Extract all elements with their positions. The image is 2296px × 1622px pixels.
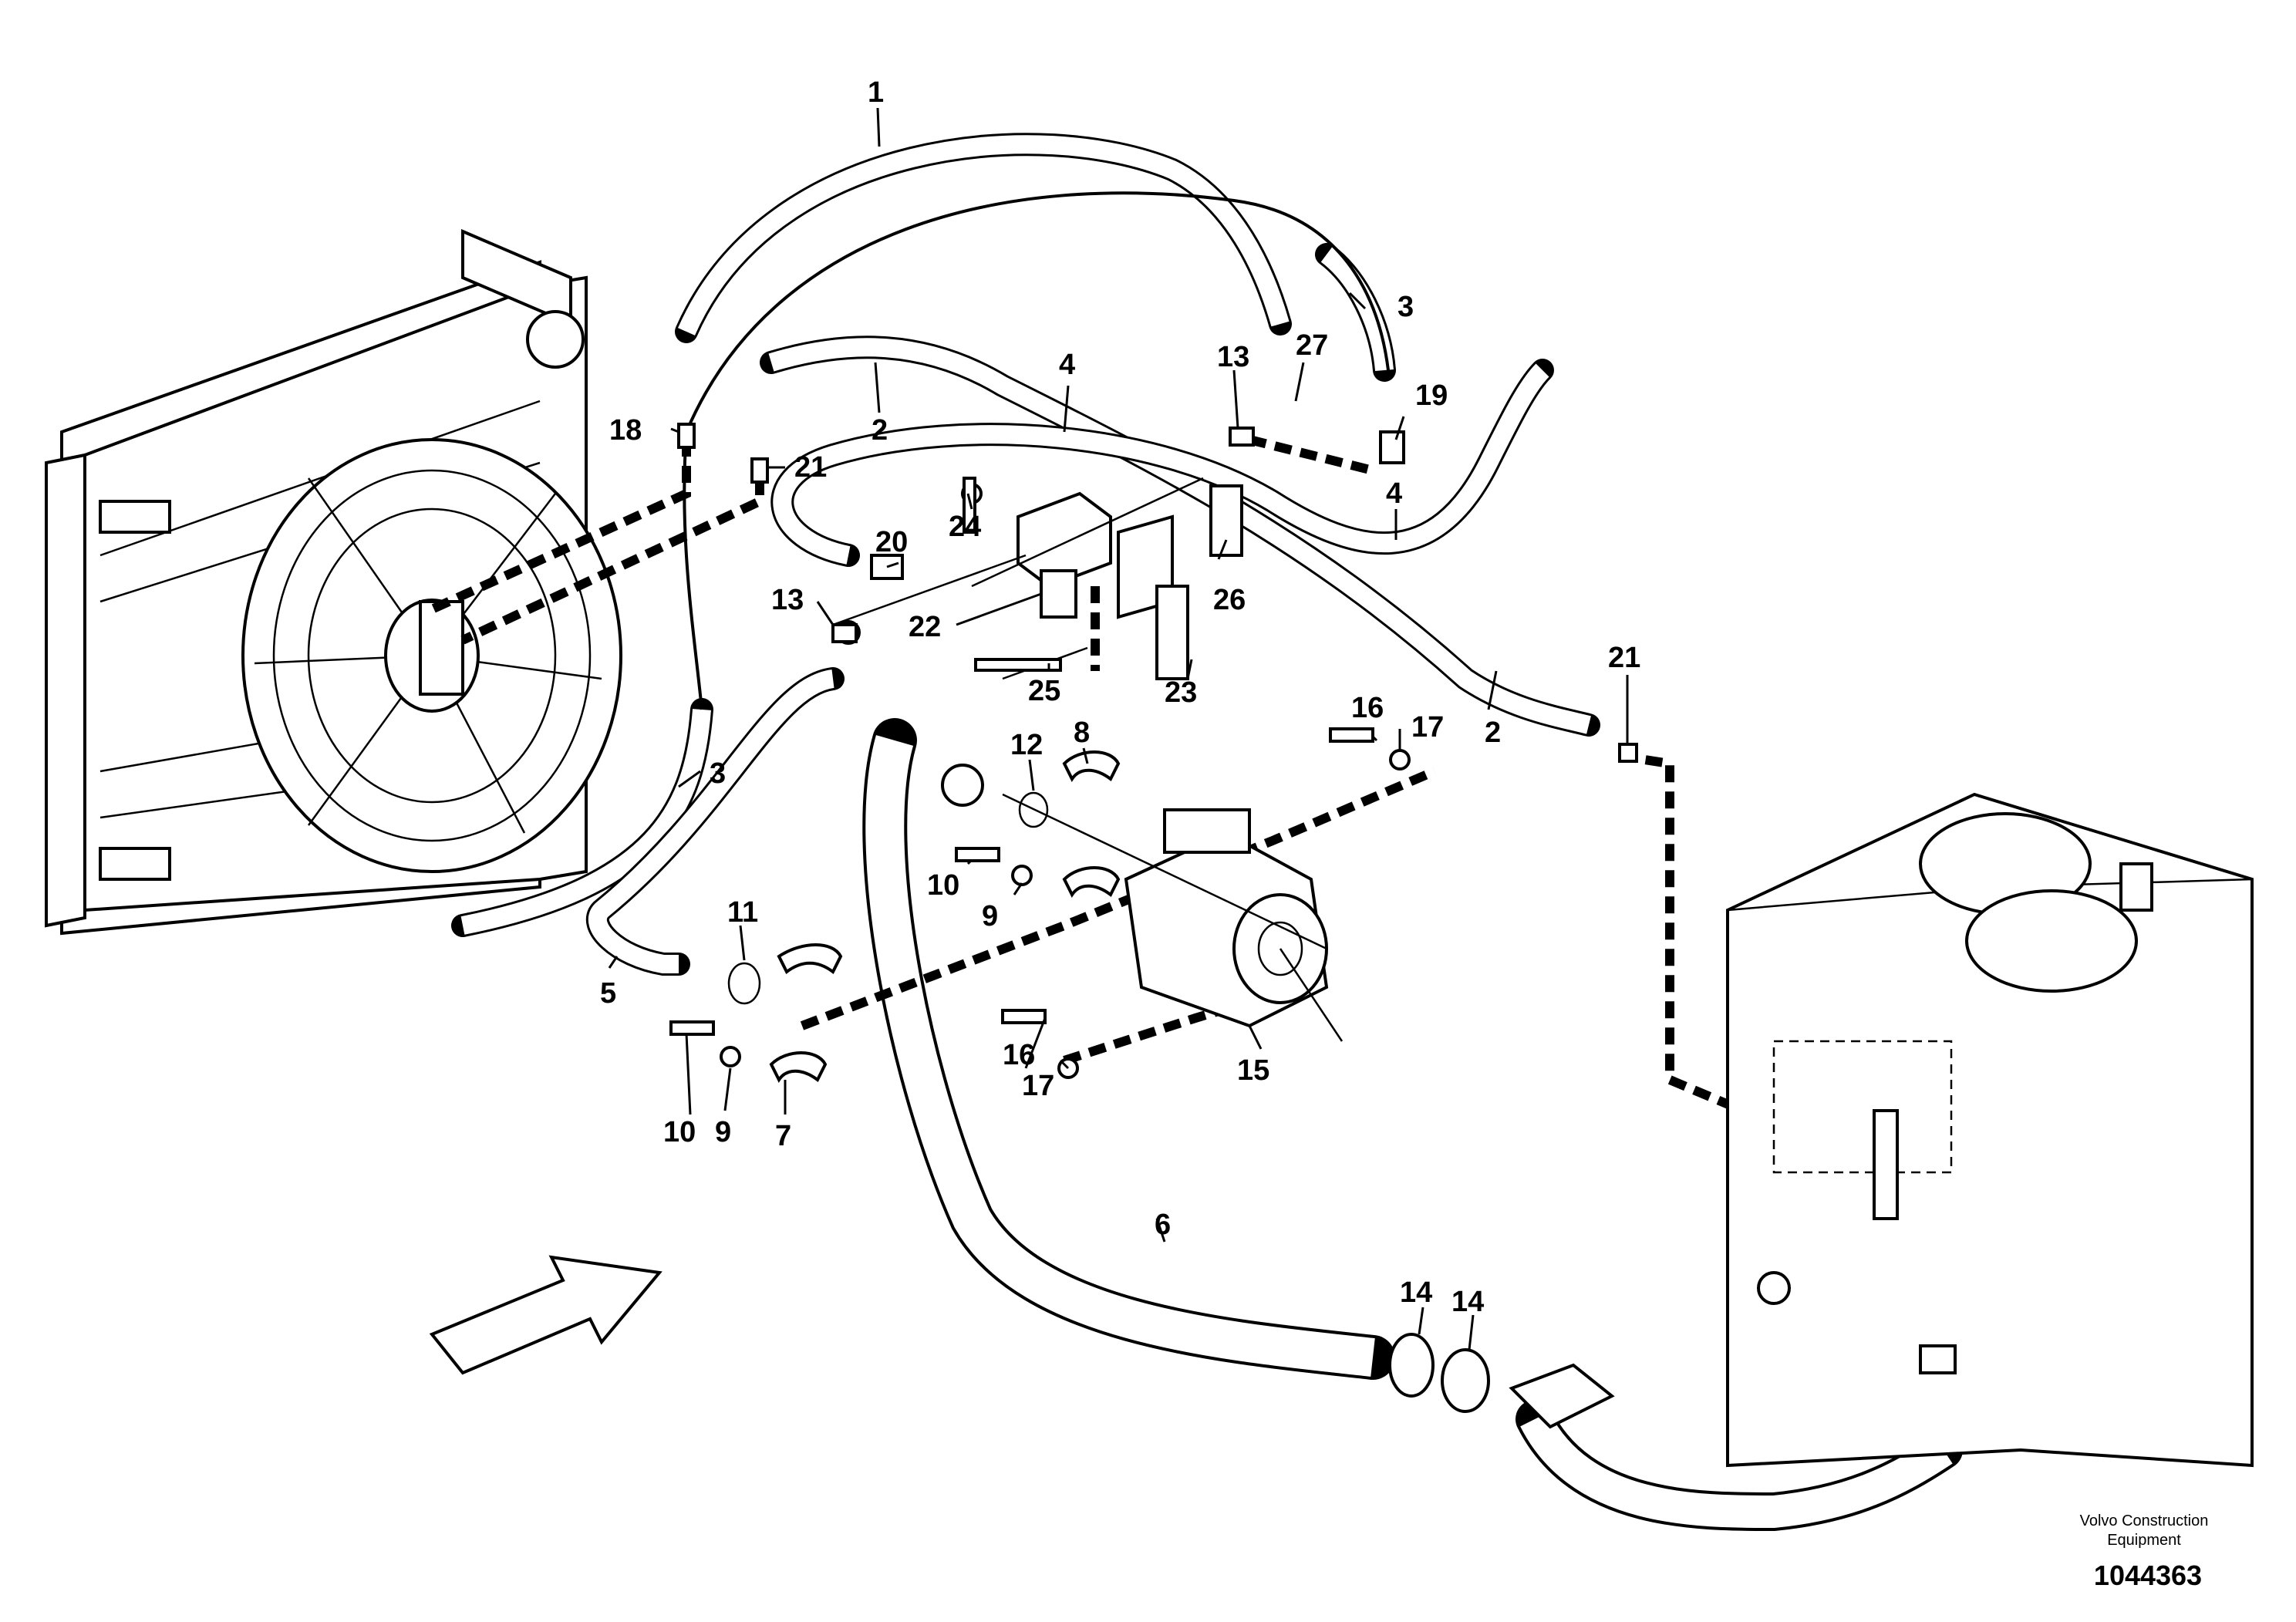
callout-3-lower: 3 xyxy=(710,757,726,790)
callout-5: 5 xyxy=(600,977,616,1010)
brand-line-2: Equipment xyxy=(2107,1532,2181,1549)
callout-18: 18 xyxy=(609,414,642,447)
callout-labels: 1 2 2 3 3 4 4 5 6 7 8 9 9 10 10 11 12 13… xyxy=(600,76,1640,1318)
callout-9-lower: 9 xyxy=(715,1116,731,1148)
callout-3-upper: 3 xyxy=(1397,291,1414,323)
callout-16-upper: 16 xyxy=(1351,692,1384,724)
callout-17-lower: 17 xyxy=(1022,1070,1054,1102)
callout-15: 15 xyxy=(1237,1054,1269,1087)
callout-19: 19 xyxy=(1415,379,1448,412)
fittings xyxy=(669,423,1638,1429)
callout-10-upper: 10 xyxy=(927,869,959,902)
callout-1: 1 xyxy=(868,76,884,109)
callout-13-upper: 13 xyxy=(1217,341,1249,373)
callout-14-left: 14 xyxy=(1400,1276,1432,1309)
callout-25: 25 xyxy=(1028,675,1060,707)
callout-8: 8 xyxy=(1074,717,1090,749)
callout-22: 22 xyxy=(909,611,941,643)
callout-24: 24 xyxy=(949,511,981,543)
callout-21-right: 21 xyxy=(1608,642,1640,674)
callout-4-right: 4 xyxy=(1386,477,1402,510)
callout-14-right: 14 xyxy=(1451,1286,1484,1318)
fan-assembly xyxy=(241,438,622,873)
direction-arrow xyxy=(429,1255,663,1375)
hydraulic-pump xyxy=(1002,793,1344,1042)
callout-12: 12 xyxy=(1010,729,1043,761)
callout-6: 6 xyxy=(1155,1209,1171,1241)
drawing-number: 1044363 xyxy=(2094,1560,2202,1591)
callout-13-lower: 13 xyxy=(771,584,804,616)
callout-2-right: 2 xyxy=(1485,717,1501,749)
hydraulic-tank xyxy=(1726,792,2254,1468)
callout-26: 26 xyxy=(1213,584,1246,616)
callout-16-lower: 16 xyxy=(1003,1039,1035,1071)
callout-7: 7 xyxy=(775,1120,791,1152)
callout-20: 20 xyxy=(875,526,908,558)
drawing-footer: Volvo Construction Equipment 1044363 xyxy=(2080,1512,2209,1591)
callout-10-lower: 10 xyxy=(663,1116,696,1148)
callout-11: 11 xyxy=(727,896,758,929)
callout-17-upper: 17 xyxy=(1411,711,1444,744)
callout-4-upper: 4 xyxy=(1059,349,1075,381)
leader-lines xyxy=(608,107,1629,1351)
callout-27: 27 xyxy=(1296,329,1328,362)
callout-21-upper: 21 xyxy=(794,451,827,484)
valve-assembly xyxy=(832,477,1243,680)
callout-9-upper: 9 xyxy=(982,900,998,932)
callout-2-upper: 2 xyxy=(872,414,888,447)
brand-line-1: Volvo Construction xyxy=(2080,1512,2209,1529)
hoses xyxy=(451,133,1963,1532)
callout-23: 23 xyxy=(1165,676,1197,709)
